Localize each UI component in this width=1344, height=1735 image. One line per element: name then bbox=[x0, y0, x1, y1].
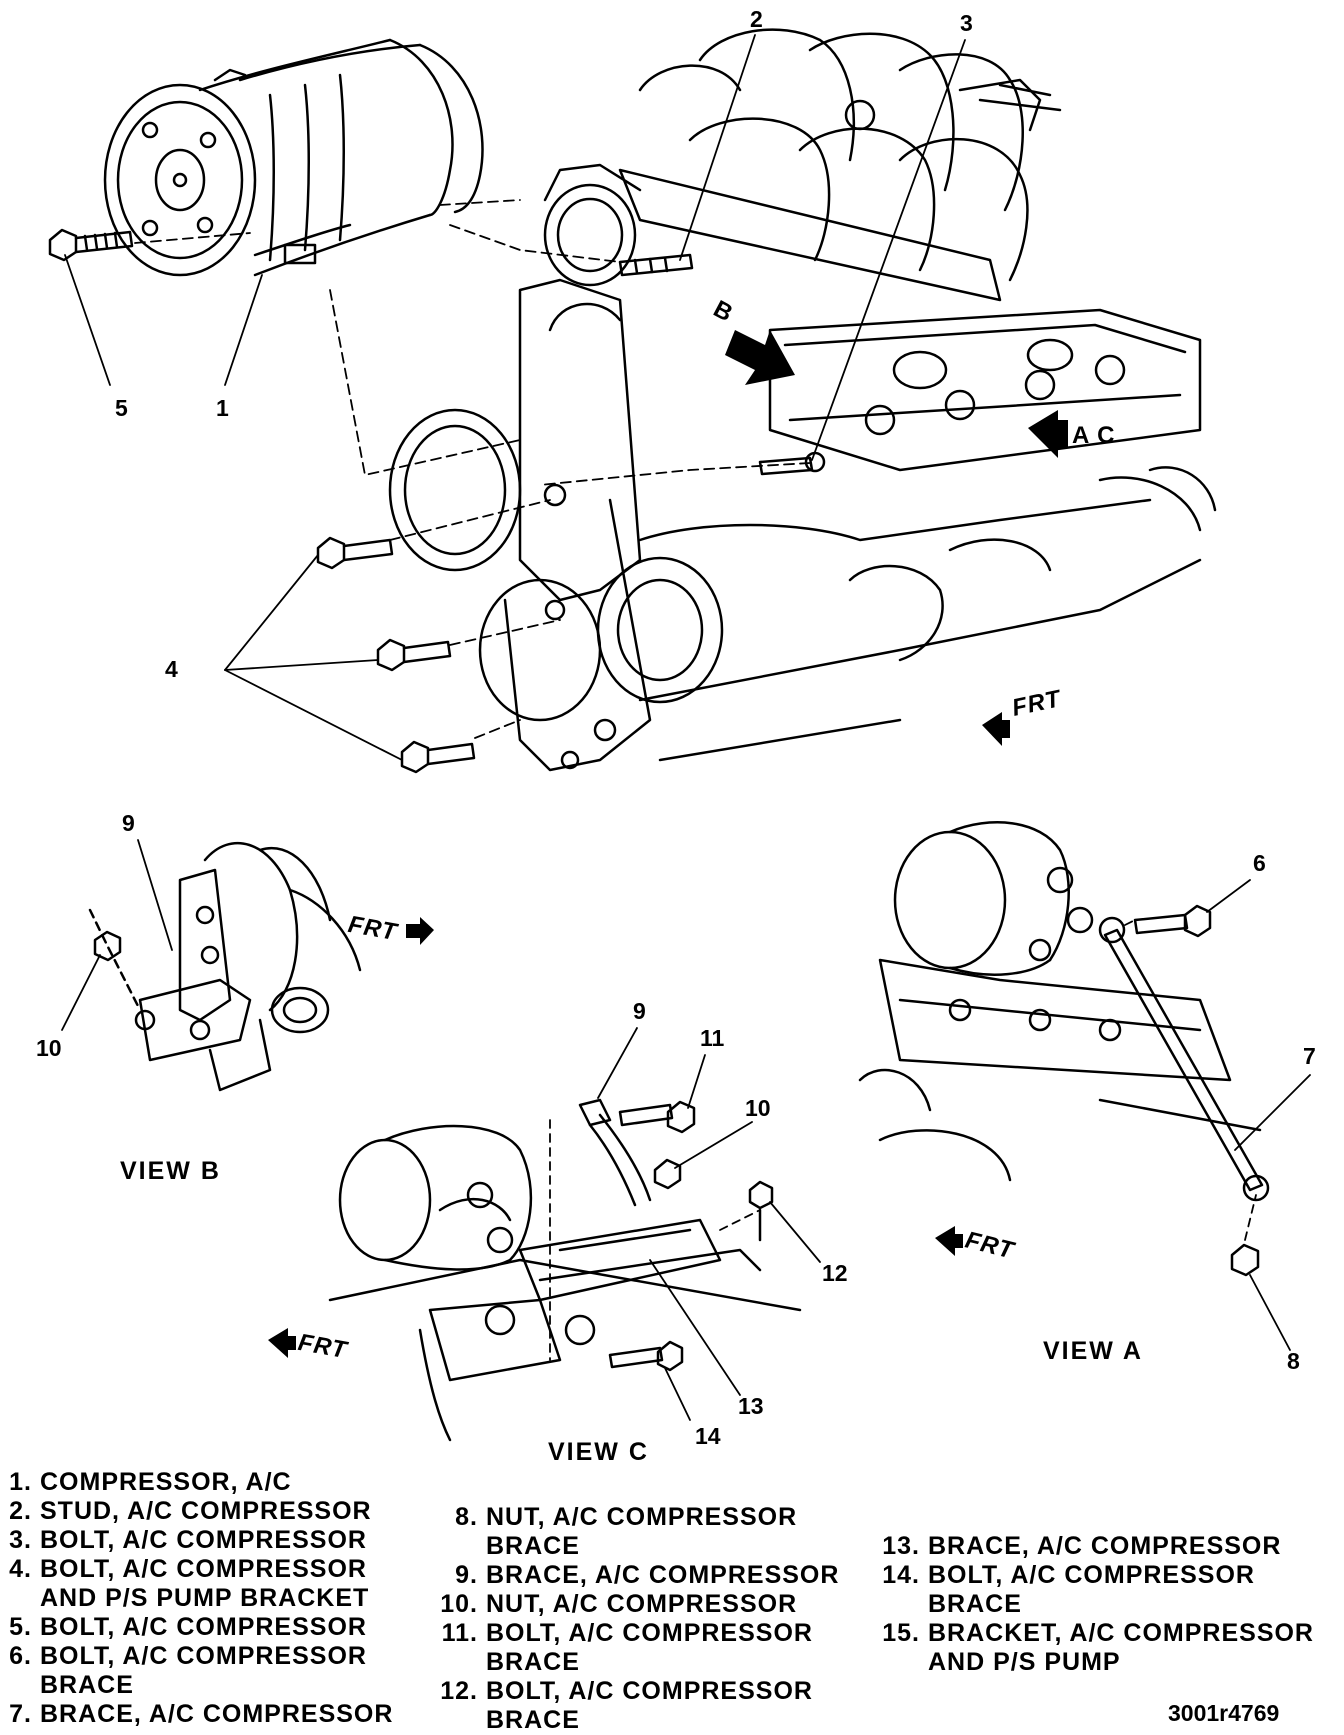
legend-item-13: 13.BRACE, A/C COMPRESSOR bbox=[882, 1532, 1282, 1560]
bolt-5-drawing bbox=[48, 228, 134, 262]
view-c-callout-12: 12 bbox=[822, 1260, 848, 1286]
view-c-drawing bbox=[328, 1098, 802, 1442]
view-c-callout-13: 13 bbox=[738, 1393, 764, 1419]
callout-3: 3 bbox=[960, 10, 973, 36]
legend-column-1: 1.COMPRESSOR, A/C 2.STUD, A/C COMPRESSOR… bbox=[8, 1468, 393, 1729]
view-a-drawing bbox=[858, 821, 1270, 1277]
legend-item-3: 3.BOLT, A/C COMPRESSOR bbox=[9, 1526, 367, 1554]
callout-4: 4 bbox=[165, 656, 178, 682]
view-ac-arrow-label: A C bbox=[1072, 422, 1116, 449]
legend-item-10: 10.NUT, A/C COMPRESSOR bbox=[440, 1590, 798, 1618]
view-b-label: VIEW B bbox=[120, 1157, 221, 1185]
direction-arrows bbox=[268, 330, 1068, 1358]
callout-leaders bbox=[61, 34, 1311, 1421]
engine-block-drawing bbox=[388, 28, 1217, 772]
callout-2: 2 bbox=[750, 6, 763, 32]
view-b-callout-10: 10 bbox=[36, 1035, 62, 1061]
legend-item-7: 7.BRACE, A/C COMPRESSOR bbox=[9, 1700, 394, 1728]
legend-item-2: 2.STUD, A/C COMPRESSOR bbox=[9, 1497, 372, 1525]
legend-column-3: 13.BRACE, A/C COMPRESSOR 14.BOLT, A/C CO… bbox=[880, 1532, 1314, 1677]
view-b-drawing bbox=[88, 842, 362, 1092]
view-a-label: VIEW A bbox=[1043, 1337, 1143, 1365]
view-c-callout-11: 11 bbox=[700, 1025, 725, 1051]
reference-code: 3001r4769 bbox=[1168, 1700, 1280, 1726]
bolts-4-drawing bbox=[316, 536, 476, 774]
view-a-callout-6: 6 bbox=[1253, 850, 1266, 876]
view-c-callout-9: 9 bbox=[633, 998, 646, 1024]
view-a-callout-8: 8 bbox=[1287, 1348, 1300, 1374]
callout-5: 5 bbox=[115, 395, 128, 421]
callout-1: 1 bbox=[216, 395, 229, 421]
view-b-callout-9: 9 bbox=[122, 810, 135, 836]
view-c-label: VIEW C bbox=[548, 1438, 649, 1466]
view-c-callout-14: 14 bbox=[695, 1423, 721, 1449]
ac-compressor-drawing bbox=[103, 38, 484, 277]
legend-item-5: 5.BOLT, A/C COMPRESSOR bbox=[9, 1613, 367, 1641]
view-a-callout-7: 7 bbox=[1303, 1043, 1316, 1069]
assembly-leader-lines bbox=[134, 199, 811, 739]
legend-item-9: 9.BRACE, A/C COMPRESSOR bbox=[455, 1561, 840, 1589]
legend-item-1: 1.COMPRESSOR, A/C bbox=[9, 1468, 292, 1496]
view-c-callout-10: 10 bbox=[745, 1095, 771, 1121]
